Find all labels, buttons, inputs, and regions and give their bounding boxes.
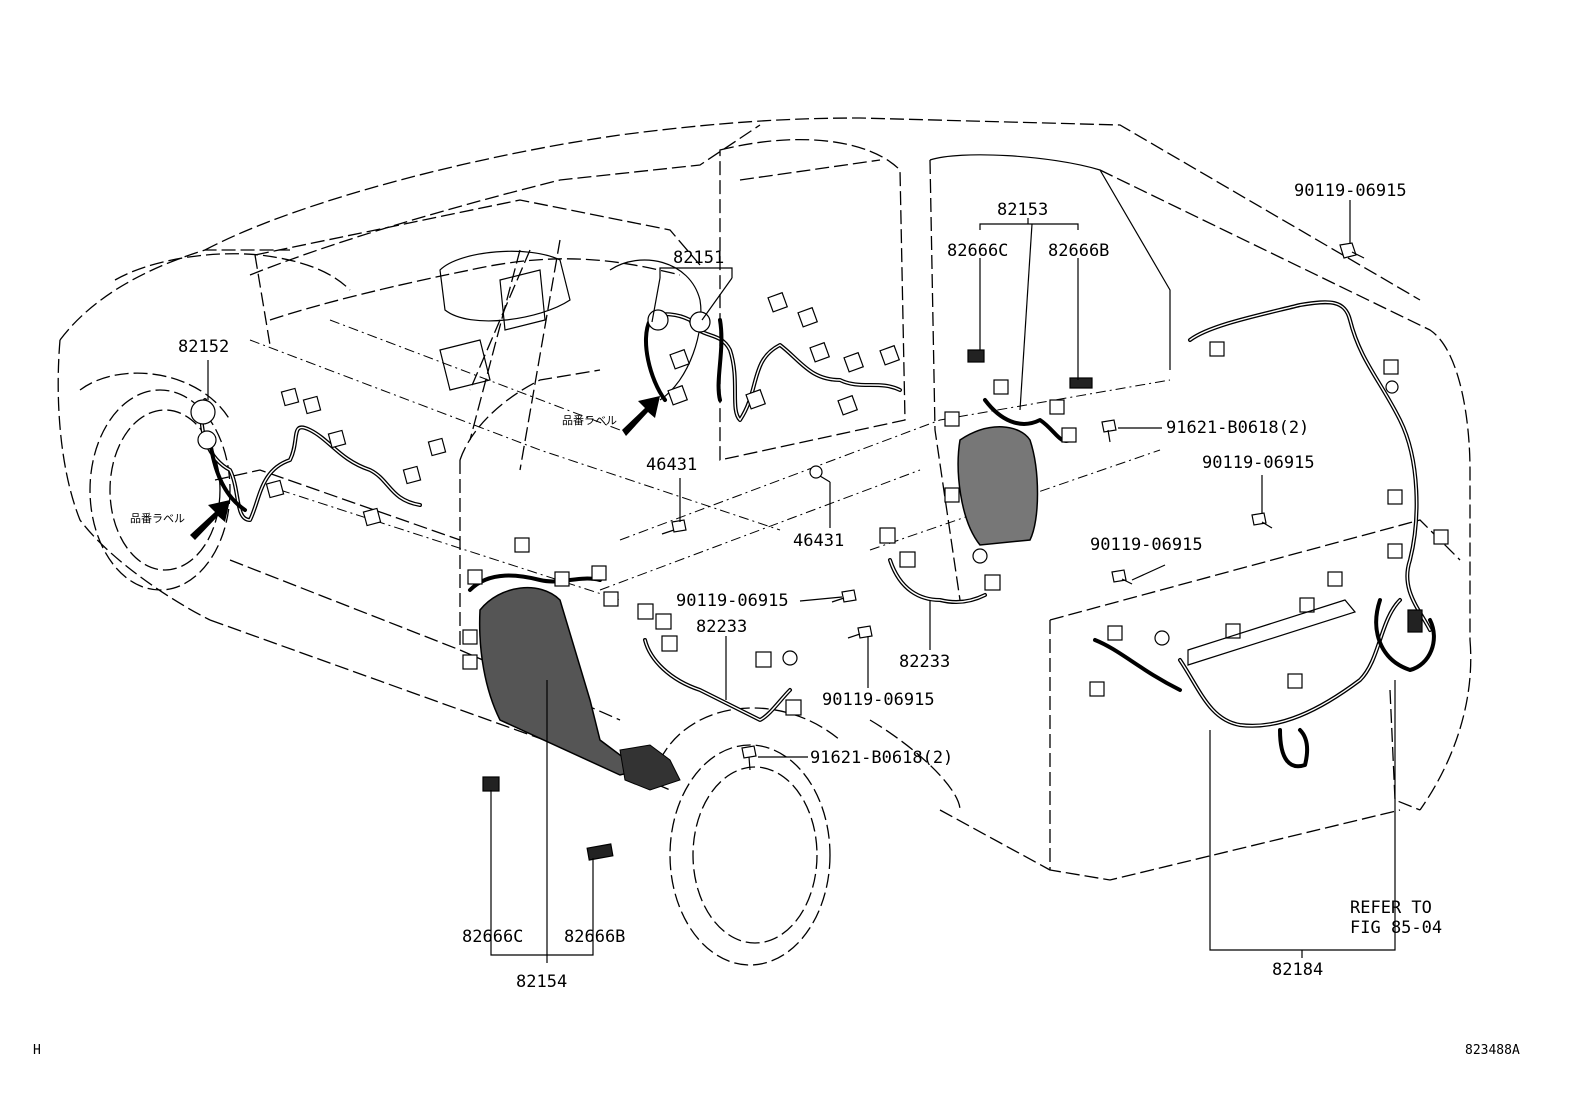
label-90119-lower-center: 90119-06915	[822, 690, 935, 710]
trim-panel-82153	[944, 349, 1093, 546]
harness-82184	[1089, 300, 1449, 769]
corner-code-right: 823488A	[1465, 1043, 1520, 1058]
bolt-90119-mid-right	[1251, 512, 1273, 529]
leader-lines	[207, 200, 1396, 963]
label-82666c-top: 82666C	[947, 241, 1008, 261]
part-label-arrow-left	[190, 500, 230, 540]
label-46431-left: 46431	[646, 455, 697, 475]
harness-82152	[190, 387, 447, 527]
trim-panel-82154	[462, 537, 681, 791]
label-82153: 82153	[997, 200, 1048, 220]
label-82233-right: 82233	[899, 652, 950, 672]
clip-46431-left	[661, 519, 687, 535]
clip-82666b-bottom	[586, 843, 614, 861]
label-82151: 82151	[673, 248, 724, 268]
label-91621-lower: 91621-B0618(2)	[810, 748, 953, 768]
bolt-90119-lower-center	[847, 625, 873, 639]
bolt-90119-top-right	[1339, 242, 1365, 259]
clip-46431-right	[809, 465, 831, 483]
label-82152: 82152	[178, 337, 229, 357]
label-90119-mid-right: 90119-06915	[1202, 453, 1315, 473]
label-82666b-bottom: 82666B	[564, 927, 625, 947]
label-82233-left: 82233	[696, 617, 747, 637]
part-label-arrow-center	[622, 396, 660, 436]
label-82666c-bottom: 82666C	[462, 927, 523, 947]
label-refer-line1: REFER TO	[1350, 898, 1432, 918]
label-82666b-top: 82666B	[1048, 241, 1109, 261]
label-82184: 82184	[1272, 960, 1323, 980]
label-90119-center-right: 90119-06915	[1090, 535, 1203, 555]
part-number-label-center: 品番ラベル	[562, 414, 617, 427]
bolt-90119-center-left	[831, 589, 857, 603]
label-90119-top-right: 90119-06915	[1294, 181, 1407, 201]
bolt-91621-upper	[1101, 419, 1117, 443]
bolt-91621-lower	[741, 745, 757, 771]
label-82154: 82154	[516, 972, 567, 992]
label-90119-center-left: 90119-06915	[676, 591, 789, 611]
vehicle-body-outline	[57, 117, 1472, 881]
corner-code-left: H	[33, 1043, 41, 1058]
harness-82233-left	[637, 603, 802, 722]
harness-82151	[643, 291, 902, 422]
label-46431-right: 46431	[793, 531, 844, 551]
label-refer-line2: FIG 85-04	[1350, 918, 1442, 938]
part-labels: 82151 82152 82153 82666C 82666B 90119-06…	[33, 181, 1520, 1058]
harness-82233-right	[879, 527, 1001, 605]
front-wheel	[79, 372, 231, 591]
bolt-90119-center-right	[1111, 569, 1133, 585]
part-number-label-left: 品番ラベル	[130, 512, 185, 525]
clip-82666c-bottom	[482, 776, 500, 792]
label-91621-upper: 91621-B0618(2)	[1166, 418, 1309, 438]
